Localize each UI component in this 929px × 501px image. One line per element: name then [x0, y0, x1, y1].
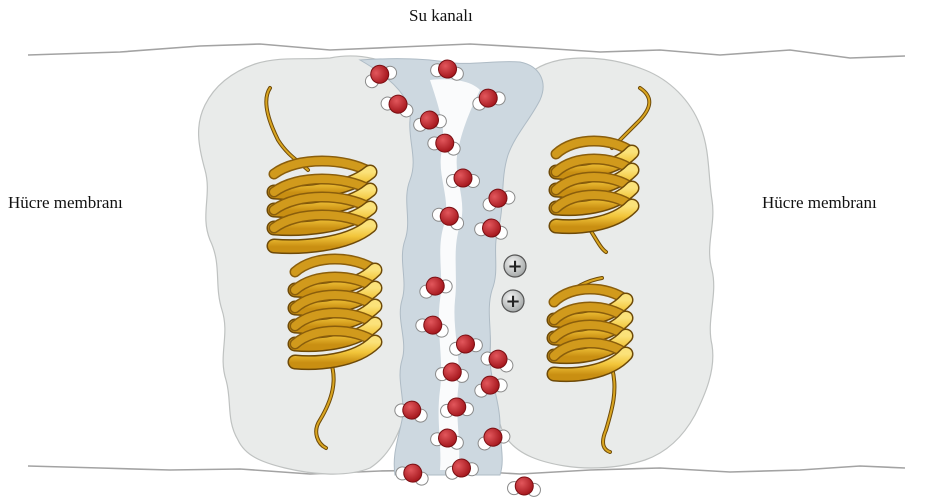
positive-charge-icon: + [502, 290, 524, 312]
charge-sign: + [507, 256, 522, 277]
positive-charge-icon: + [504, 255, 526, 277]
water-channel-label: Su kanalı [409, 6, 473, 26]
water-molecule [507, 476, 541, 497]
cell-membrane-label-right: Hücre membranı [762, 193, 877, 213]
charge-sign: + [505, 291, 520, 312]
membrane-top-line [28, 44, 905, 58]
cell-membrane-label-left: Hücre membranı [8, 193, 123, 213]
